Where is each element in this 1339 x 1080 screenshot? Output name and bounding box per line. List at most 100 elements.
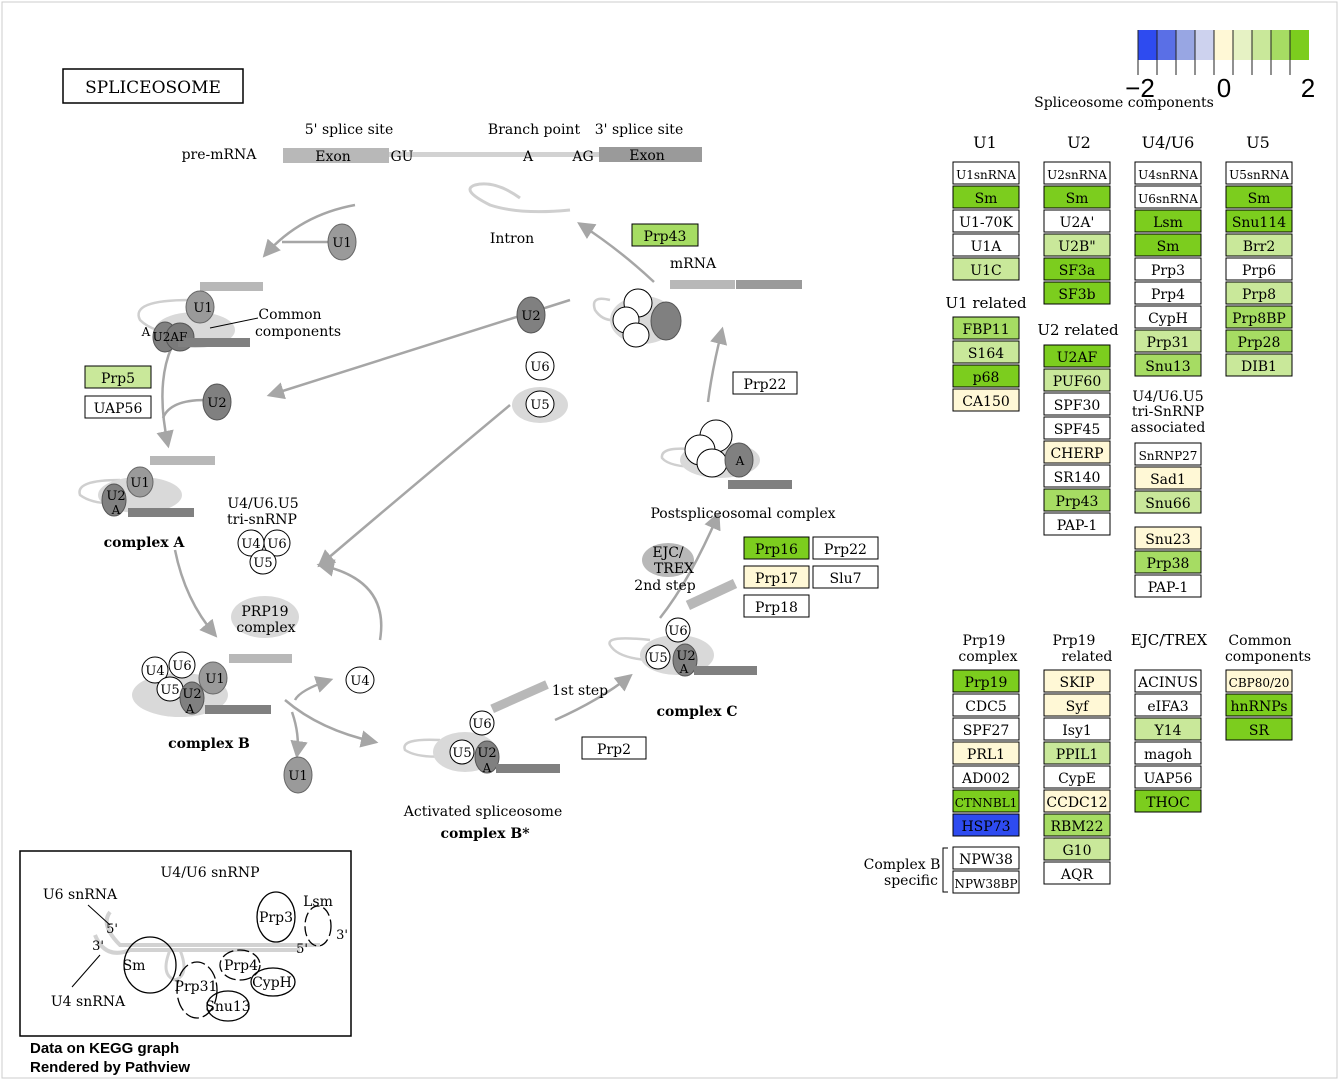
gene-node-sm[interactable]: Sm <box>1043 185 1111 209</box>
gene-node-dib1[interactable]: DIB1 <box>1225 353 1293 377</box>
gene-node-spf30[interactable]: SPF30 <box>1043 392 1111 416</box>
gene-node-rbm22[interactable]: RBM22 <box>1043 813 1111 837</box>
gene-node-box[interactable] <box>952 870 1020 894</box>
gene-node-box[interactable] <box>1043 416 1111 440</box>
gene-node-box[interactable] <box>84 395 152 419</box>
gene-node-sr140[interactable]: SR140 <box>1043 464 1111 488</box>
gene-node-box[interactable] <box>952 765 1020 789</box>
gene-node-syf[interactable]: Syf <box>1043 693 1111 717</box>
gene-node-prp22[interactable]: Prp22 <box>732 371 798 395</box>
gene-node-box[interactable] <box>1134 209 1202 233</box>
gene-node-s164[interactable]: S164 <box>952 340 1020 364</box>
gene-node-brr2[interactable]: Brr2 <box>1225 233 1293 257</box>
gene-node-box[interactable] <box>743 594 810 618</box>
gene-node-prp31[interactable]: Prp31 <box>1134 329 1202 353</box>
gene-node-box[interactable] <box>743 565 810 589</box>
gene-node-box[interactable] <box>952 669 1020 693</box>
gene-node-sr[interactable]: SR <box>1225 717 1293 741</box>
gene-node-box[interactable] <box>1134 305 1202 329</box>
gene-node-box[interactable] <box>952 717 1020 741</box>
gene-node-box[interactable] <box>732 371 798 395</box>
gene-node-thoc[interactable]: THOC <box>1134 789 1202 813</box>
gene-node-box[interactable] <box>1134 257 1202 281</box>
gene-node-box[interactable] <box>1225 329 1293 353</box>
gene-node-u2af[interactable]: U2AF <box>1043 344 1111 368</box>
gene-node-sf3b[interactable]: SF3b <box>1043 281 1111 305</box>
gene-node-box[interactable] <box>1043 741 1111 765</box>
gene-node-ca150[interactable]: CA150 <box>952 388 1020 412</box>
gene-node-box[interactable] <box>1043 464 1111 488</box>
gene-node-box[interactable] <box>1043 789 1111 813</box>
gene-node-box[interactable] <box>952 257 1020 281</box>
gene-node-aqr[interactable]: AQR <box>1043 861 1111 885</box>
gene-node-prp43[interactable]: Prp43 <box>1043 488 1111 512</box>
gene-node-spf45[interactable]: SPF45 <box>1043 416 1111 440</box>
gene-node-box[interactable] <box>1134 466 1202 490</box>
gene-node-prp4[interactable]: Prp4 <box>1134 281 1202 305</box>
gene-node-box[interactable] <box>952 340 1020 364</box>
gene-node-box[interactable] <box>1043 837 1111 861</box>
gene-node-box[interactable] <box>1043 161 1111 185</box>
gene-node-box[interactable] <box>1043 344 1111 368</box>
gene-node-box[interactable] <box>1225 717 1293 741</box>
gene-node-box[interactable] <box>1134 233 1202 257</box>
gene-node-box[interactable] <box>952 846 1020 870</box>
gene-node-u1-70k[interactable]: U1-70K <box>952 209 1020 233</box>
gene-node-u4snrna[interactable]: U4snRNA <box>1134 161 1202 185</box>
gene-node-pap-1[interactable]: PAP-1 <box>1043 512 1111 536</box>
gene-node-sm[interactable]: Sm <box>952 185 1020 209</box>
gene-node-box[interactable] <box>1225 257 1293 281</box>
gene-node-sad1[interactable]: Sad1 <box>1134 466 1202 490</box>
gene-node-hnrnps[interactable]: hnRNPs <box>1225 693 1293 717</box>
gene-node-slu7[interactable]: Slu7 <box>812 565 879 589</box>
gene-node-box[interactable] <box>1225 161 1293 185</box>
gene-node-snu114[interactable]: Snu114 <box>1225 209 1293 233</box>
gene-node-p68[interactable]: p68 <box>952 364 1020 388</box>
gene-node-box[interactable] <box>1225 281 1293 305</box>
gene-node-snu66[interactable]: Snu66 <box>1134 490 1202 514</box>
gene-node-box[interactable] <box>1043 185 1111 209</box>
gene-node-box[interactable] <box>1134 693 1202 717</box>
gene-node-npw38[interactable]: NPW38 <box>952 846 1020 870</box>
gene-node-box[interactable] <box>1043 512 1111 536</box>
gene-node-box[interactable] <box>812 565 879 589</box>
gene-node-box[interactable] <box>1134 442 1202 466</box>
gene-node-box[interactable] <box>1134 490 1202 514</box>
gene-node-box[interactable] <box>1134 161 1202 185</box>
gene-node-box[interactable] <box>1043 813 1111 837</box>
gene-node-u6snrna[interactable]: U6snRNA <box>1134 185 1202 209</box>
gene-node-box[interactable] <box>952 364 1020 388</box>
gene-node-box[interactable] <box>1043 233 1111 257</box>
gene-node-box[interactable] <box>1043 440 1111 464</box>
gene-node-box[interactable] <box>1043 765 1111 789</box>
gene-node-snu23[interactable]: Snu23 <box>1134 526 1202 550</box>
gene-node-box[interactable] <box>952 388 1020 412</box>
gene-node-u1a[interactable]: U1A <box>952 233 1020 257</box>
gene-node-box[interactable] <box>1043 368 1111 392</box>
gene-node-box[interactable] <box>1225 185 1293 209</box>
gene-node-prp8[interactable]: Prp8 <box>1225 281 1293 305</box>
gene-node-box[interactable] <box>631 223 699 247</box>
gene-node-prp5[interactable]: Prp5 <box>84 365 152 389</box>
gene-node-u5snrna[interactable]: U5snRNA <box>1225 161 1293 185</box>
gene-node-ccdc12[interactable]: CCDC12 <box>1043 789 1111 813</box>
gene-node-prp22[interactable]: Prp22 <box>812 536 879 560</box>
gene-node-prp3[interactable]: Prp3 <box>1134 257 1202 281</box>
gene-node-y14[interactable]: Y14 <box>1134 717 1202 741</box>
gene-node-box[interactable] <box>1043 281 1111 305</box>
gene-node-box[interactable] <box>1043 257 1111 281</box>
gene-node-u1snrna[interactable]: U1snRNA <box>952 161 1020 185</box>
gene-node-box[interactable] <box>1134 550 1202 574</box>
gene-node-box[interactable] <box>1134 526 1202 550</box>
gene-node-box[interactable] <box>952 233 1020 257</box>
gene-node-sm[interactable]: Sm <box>1134 233 1202 257</box>
gene-node-box[interactable] <box>84 365 152 389</box>
gene-node-box[interactable] <box>1134 669 1202 693</box>
gene-node-box[interactable] <box>1134 717 1202 741</box>
gene-node-box[interactable] <box>1225 233 1293 257</box>
gene-node-uap56[interactable]: UAP56 <box>1134 765 1202 789</box>
gene-node-box[interactable] <box>1043 693 1111 717</box>
gene-node-box[interactable] <box>952 161 1020 185</box>
gene-node-box[interactable] <box>952 789 1020 813</box>
gene-node-skip[interactable]: SKIP <box>1043 669 1111 693</box>
